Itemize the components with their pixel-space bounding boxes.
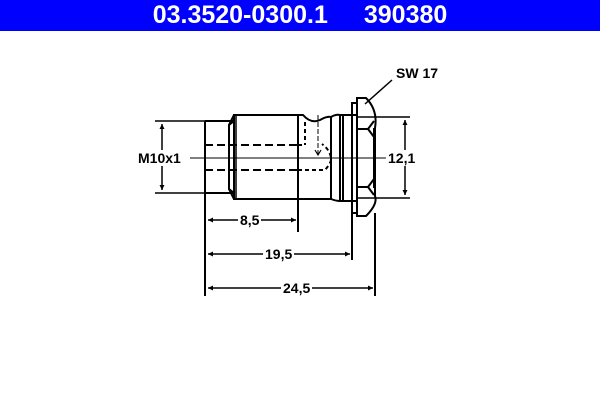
thread-size-label: M10x1: [136, 150, 183, 166]
title-bar: 03.3520-0300.1 390380: [0, 0, 600, 31]
head-diameter-label: 12,1: [386, 150, 418, 166]
wrench-size-label: SW 17: [396, 65, 439, 81]
shoulder-length-label: 19,5: [263, 246, 295, 262]
hex-head: [356, 97, 377, 217]
part-number: 03.3520-0300.1: [152, 1, 328, 29]
overall-length-label: 24,5: [281, 280, 313, 296]
reference-number: 390380: [363, 1, 448, 29]
thread-length-label: 8,5: [238, 212, 262, 228]
